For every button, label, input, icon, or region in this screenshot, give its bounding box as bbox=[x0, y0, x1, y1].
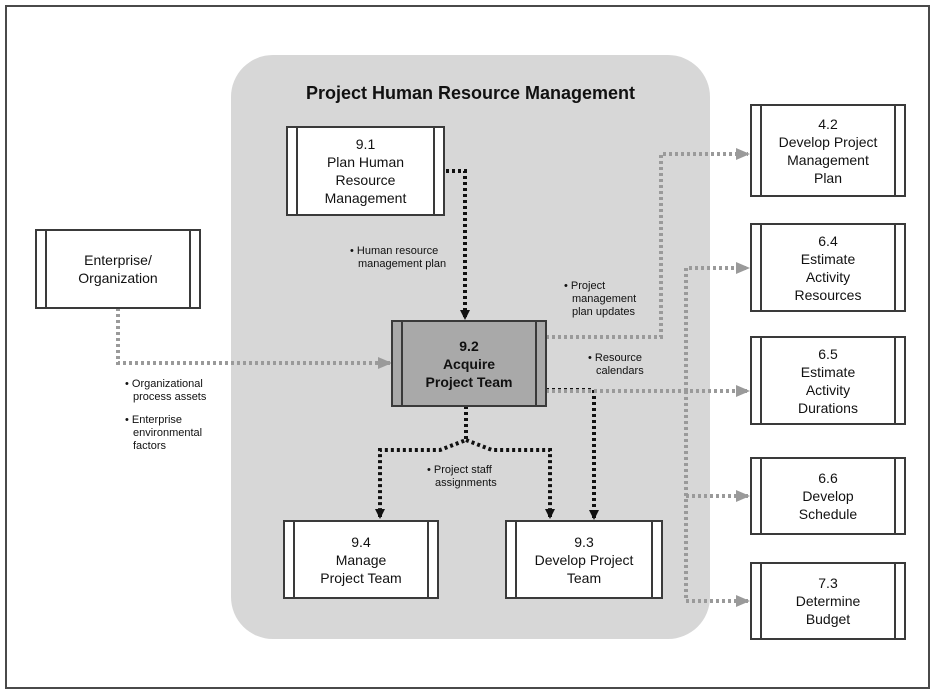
process-4-2-develop-pm-plan: 4.2 Develop Project Management Plan bbox=[750, 104, 906, 197]
process-6-5-estimate-activity-durations: 6.5 Estimate Activity Durations bbox=[750, 336, 906, 425]
label-pm-plan-updates: • Project management plan updates bbox=[564, 280, 637, 318]
label-hr-management-plan: • Human resource management plan bbox=[350, 245, 447, 270]
process-9-2-acquire-project-team: 9.2 Acquire Project Team bbox=[391, 320, 547, 407]
external-enterprise-organization: Enterprise/ Organization bbox=[35, 229, 201, 309]
process-7-3-determine-budget: 7.3 Determine Budget bbox=[750, 562, 906, 640]
flow-9-2-to-9-3-left bbox=[465, 438, 555, 519]
process-9-4-manage-project-team: 9.4 Manage Project Team bbox=[283, 520, 439, 599]
label-resource-calendars: • Resource calendars bbox=[588, 352, 644, 377]
process-9-3-develop-project-team: 9.3 Develop Project Team bbox=[505, 520, 663, 599]
process-6-6-develop-schedule: 6.6 Develop Schedule bbox=[750, 457, 906, 535]
flow-9-1-to-9-2 bbox=[446, 169, 470, 320]
group-title: Project Human Resource Management bbox=[305, 83, 636, 103]
flow-9-2-to-6-4 bbox=[684, 262, 750, 391]
label-org-process-assets: • Organizational process assets bbox=[125, 378, 207, 403]
label-project-staff-assignments: • Project staff assignments bbox=[427, 464, 497, 489]
process-9-1-plan-hr-management: 9.1 Plan Human Resource Management bbox=[286, 126, 445, 216]
flow-9-2-to-9-3 bbox=[546, 388, 599, 520]
flow-enterprise-to-9-2 bbox=[116, 308, 392, 369]
flow-9-2-to-4-2 bbox=[546, 148, 750, 339]
label-enterprise-environmental-factors: • Enterprise environmental factors bbox=[125, 414, 203, 452]
process-6-4-estimate-activity-resources: 6.4 Estimate Activity Resources bbox=[750, 223, 906, 312]
flow-9-2-to-9-4 bbox=[375, 406, 468, 519]
